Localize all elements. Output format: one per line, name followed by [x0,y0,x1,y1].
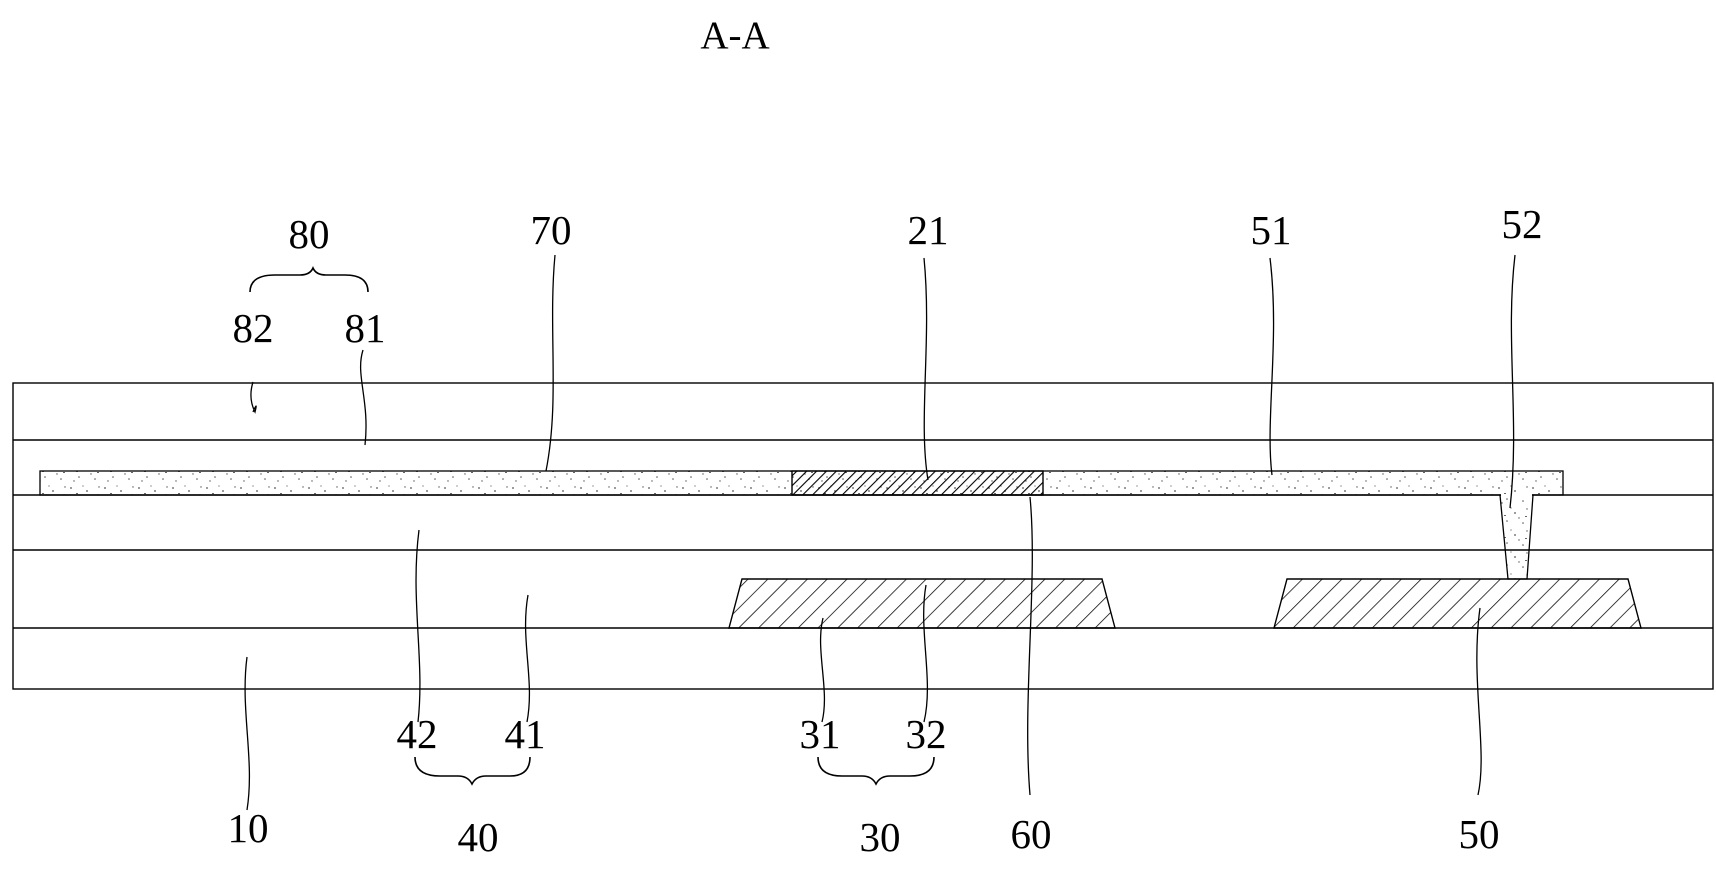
layer-stack [12,382,1714,690]
label-32: 32 [906,711,947,757]
via-52 [1499,494,1534,580]
label-42: 42 [397,711,438,757]
label-40: 40 [458,814,499,860]
label-41: 41 [505,711,546,757]
block-50 [1273,578,1642,629]
via-52-top-cover [1501,494,1532,497]
leader-10 [244,656,251,811]
leader-lines [244,254,1516,811]
leader-31 [819,617,826,723]
label-50: 50 [1459,811,1500,857]
label-81: 81 [345,305,386,351]
leader-81 [360,349,367,446]
leader-52 [1509,254,1516,509]
leader-41 [524,594,531,723]
leader-42 [415,529,421,723]
block-30 [728,578,1116,629]
label-60: 60 [1011,811,1052,857]
leader-32 [923,584,929,723]
label-51: 51 [1251,207,1292,253]
braces [249,265,935,786]
leader-60 [1027,496,1033,796]
label-10: 10 [228,805,269,851]
leader-82 [250,381,257,414]
label-30: 30 [860,814,901,860]
label-70: 70 [531,207,572,253]
brace-30 [817,756,935,786]
leader-50 [1476,607,1482,796]
labels: 80 82 81 70 21 51 52 42 41 31 32 10 40 3… [228,201,1543,860]
brace-80 [249,265,369,293]
label-31: 31 [800,711,841,757]
leader-70 [545,254,556,472]
section-title: A-A [700,14,769,57]
layer-stack-outline [12,382,1714,690]
label-21: 21 [908,207,949,253]
leader-21 [923,257,929,481]
label-82: 82 [233,305,274,351]
label-52: 52 [1502,201,1543,247]
layer-21-block [791,470,1044,496]
brace-40 [414,756,531,786]
label-80: 80 [289,211,330,257]
leader-51 [1269,257,1275,476]
